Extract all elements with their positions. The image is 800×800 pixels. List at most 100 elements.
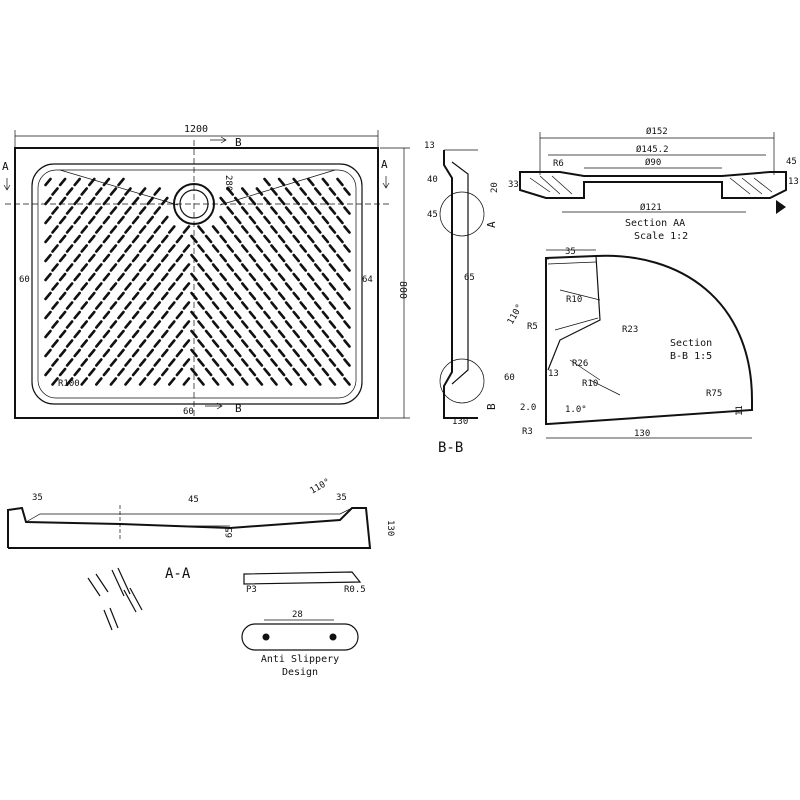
anti-slip-dash bbox=[336, 215, 344, 225]
antislip-hole-left bbox=[262, 633, 270, 641]
anti-slip-dash bbox=[234, 291, 242, 301]
anti-slip-dash bbox=[153, 377, 161, 386]
anti-slip-dash bbox=[131, 348, 140, 358]
anti-slip-dash bbox=[65, 339, 74, 348]
bbd-dim-r75: R75 bbox=[706, 389, 722, 399]
tray-outline bbox=[14, 147, 379, 419]
anti-slip-dash bbox=[255, 320, 264, 329]
bb-profile-outer bbox=[443, 150, 478, 419]
anti-slip-dash bbox=[131, 196, 140, 206]
anti-slip-dash bbox=[211, 225, 220, 234]
anti-slip-dash bbox=[270, 377, 278, 386]
anti-slip-dash bbox=[211, 263, 220, 272]
anti-slip-dash bbox=[175, 272, 184, 282]
anti-slip-dash bbox=[168, 244, 176, 253]
anti-slip-dash bbox=[168, 225, 176, 234]
anti-slip-detail: P3 R0.5 28 Anti Slippery Design bbox=[241, 571, 366, 678]
anti-slip-dash bbox=[51, 206, 59, 215]
anti-slip-dash bbox=[204, 367, 213, 377]
anti-slip-dash bbox=[328, 377, 337, 386]
anti-slip-dash bbox=[292, 177, 301, 187]
bbd-dim-10deg: 1.0° bbox=[565, 405, 587, 415]
anti-slip-dash bbox=[197, 358, 205, 367]
anti-slip-dash bbox=[343, 339, 351, 348]
anti-slip-dash bbox=[336, 177, 344, 187]
anti-slip-dash bbox=[343, 263, 351, 272]
anti-slip-dash bbox=[153, 225, 161, 234]
anti-slip-dash bbox=[161, 310, 169, 320]
anti-slip-dash bbox=[138, 301, 147, 310]
anti-slip-dash bbox=[73, 234, 81, 244]
anti-slip-dash bbox=[234, 196, 242, 206]
anti-slip-dash bbox=[241, 339, 249, 348]
anti-slip-dash bbox=[306, 272, 315, 282]
anti-slip-dash bbox=[131, 272, 140, 282]
anti-slip-dash bbox=[175, 253, 184, 263]
anti-slip-dash bbox=[124, 263, 132, 272]
anti-slip-dash bbox=[284, 206, 293, 215]
anti-slip-dash bbox=[226, 225, 234, 234]
anti-slip-dash bbox=[138, 282, 147, 291]
anti-slip-dash bbox=[219, 272, 227, 282]
anti-slip-dash bbox=[241, 282, 249, 291]
anti-slip-dash bbox=[277, 177, 286, 187]
anti-slip-dash bbox=[124, 339, 132, 348]
anti-slip-dash bbox=[284, 187, 293, 196]
anti-slip-dash bbox=[248, 291, 257, 301]
anti-slip-dash bbox=[270, 320, 278, 329]
anti-slip-dash bbox=[80, 377, 88, 386]
bbd-inner-profile bbox=[547, 255, 601, 371]
anti-slip-dash bbox=[328, 244, 337, 253]
anti-slip-dash bbox=[306, 234, 315, 244]
anti-slip-dash bbox=[190, 253, 198, 263]
bbd-dim-35: 35 bbox=[565, 247, 576, 257]
anti-slip-dash bbox=[234, 272, 242, 282]
anti-slip-dash bbox=[168, 320, 176, 329]
anti-slip-dash bbox=[58, 234, 67, 244]
anti-slip-dash bbox=[321, 310, 330, 320]
aa-dim-90: Ø90 bbox=[645, 157, 661, 168]
bbd-dim-20: 2.0 bbox=[520, 403, 536, 413]
anti-slip-dash bbox=[270, 187, 278, 196]
anti-slip-dash bbox=[80, 187, 88, 196]
anti-slip-dash bbox=[292, 367, 301, 377]
anti-slip-dash bbox=[124, 377, 132, 386]
anti-slip-dash bbox=[255, 358, 264, 367]
anti-slip-dash bbox=[117, 253, 125, 263]
anti-slip-dash bbox=[255, 244, 264, 253]
anti-slip-dash bbox=[153, 358, 161, 367]
anti-slip-dash bbox=[313, 206, 322, 215]
anti-slip-dash bbox=[131, 367, 140, 377]
anti-slip-dash bbox=[175, 329, 184, 339]
width-dim: 1200 bbox=[184, 124, 208, 135]
anti-slip-dash bbox=[65, 263, 74, 272]
anti-slip-dash bbox=[168, 358, 176, 367]
aap-dim-45: 45 bbox=[188, 495, 199, 505]
section-bb-view: 13 40 45 65 130 A B B-B bbox=[424, 141, 498, 456]
anti-slip-dash bbox=[197, 377, 205, 386]
anti-slip-dash bbox=[168, 263, 176, 272]
corner-radius: R100 bbox=[58, 379, 80, 389]
antislip-pad bbox=[241, 623, 359, 651]
anti-slip-dash bbox=[51, 339, 59, 348]
anti-slip-dash bbox=[306, 177, 315, 187]
anti-slip-dash bbox=[131, 291, 140, 301]
anti-slip-dash bbox=[153, 263, 161, 272]
anti-slip-dash bbox=[211, 377, 220, 386]
aa-dim-r6: R6 bbox=[553, 159, 564, 169]
anti-slip-dash bbox=[51, 187, 59, 196]
anti-slip-dash bbox=[204, 310, 213, 320]
anti-slip-dash bbox=[306, 215, 315, 225]
anti-slip-dash bbox=[153, 301, 161, 310]
anti-slip-dash bbox=[284, 301, 293, 310]
anti-slip-dash bbox=[146, 234, 154, 244]
anti-slip-dash bbox=[51, 225, 59, 234]
anti-slip-dash bbox=[146, 253, 154, 263]
anti-slip-dash bbox=[263, 329, 271, 339]
anti-slip-dash bbox=[153, 320, 161, 329]
anti-slip-dash bbox=[80, 244, 88, 253]
anti-slip-dash bbox=[248, 234, 257, 244]
anti-slip-dash bbox=[299, 358, 308, 367]
anti-slip-dash bbox=[241, 377, 249, 386]
aap-dim-130: 130 bbox=[385, 520, 395, 536]
